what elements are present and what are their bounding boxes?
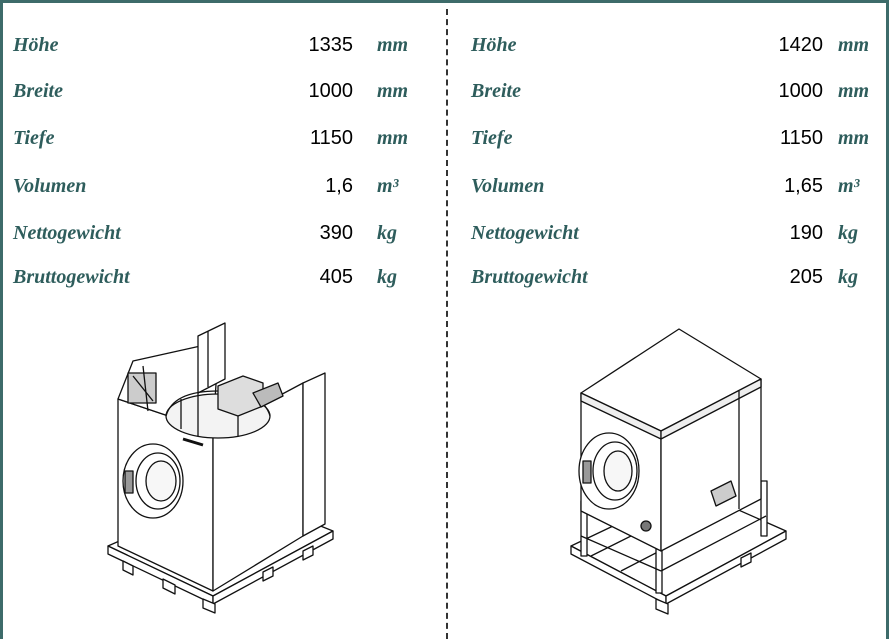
spec-row-gross-weight: Bruttogewicht 405 kg	[3, 262, 443, 292]
spec-value: 1150	[779, 127, 823, 149]
spec-label: Tiefe	[471, 127, 513, 149]
spec-value: 1,65	[784, 175, 823, 197]
spec-value: 1000	[308, 80, 354, 102]
crate-frame	[580, 480, 768, 594]
spec-row-volume: Volumen 1,6 m³	[3, 171, 443, 201]
spec-row-volume: Volumen 1,65 m³	[461, 171, 886, 201]
spec-value: 405	[319, 266, 353, 288]
spec-value: 390	[319, 222, 353, 244]
dryer-body	[578, 328, 762, 552]
spec-label: Höhe	[13, 34, 59, 56]
spec-value: 190	[789, 222, 823, 244]
spec-unit: m³	[838, 175, 860, 197]
spec-label: Höhe	[471, 34, 517, 56]
spec-unit: kg	[838, 266, 858, 288]
column-divider	[446, 9, 448, 639]
spec-unit: mm	[377, 127, 409, 149]
left-spec-column: Höhe 1335 mm Breite 1000 mm Tiefe 1150 m…	[3, 3, 443, 639]
spec-row-depth: Tiefe 1150 mm	[461, 123, 886, 153]
spec-value: 1150	[309, 127, 353, 149]
spec-label: Bruttogewicht	[13, 266, 130, 288]
spec-label: Breite	[471, 80, 521, 102]
right-spec-column: Höhe 1420 mm Breite 1000 mm Tiefe 1150 m…	[461, 3, 886, 639]
spec-label: Nettogewicht	[13, 222, 121, 244]
spec-unit: mm	[838, 34, 870, 56]
spec-unit: mm	[838, 127, 870, 149]
spec-row-gross-weight: Bruttogewicht 205 kg	[461, 262, 886, 292]
washer-body	[117, 322, 326, 592]
spec-value: 1000	[778, 80, 824, 102]
spec-unit: kg	[377, 266, 397, 288]
spec-value: 1,6	[325, 175, 353, 197]
spec-label: Volumen	[471, 175, 545, 197]
spec-unit: mm	[377, 34, 409, 56]
spec-row-width: Breite 1000 mm	[461, 76, 886, 106]
spec-label: Volumen	[13, 175, 87, 197]
dryer-illustration	[570, 328, 787, 615]
spec-row-depth: Tiefe 1150 mm	[3, 123, 443, 153]
spec-unit: kg	[838, 222, 858, 244]
spec-row-net-weight: Nettogewicht 190 kg	[461, 218, 886, 248]
spec-label: Nettogewicht	[471, 222, 579, 244]
spec-value: 205	[789, 266, 823, 288]
spec-row-height: Höhe 1420 mm	[461, 30, 886, 60]
spec-unit: m³	[377, 175, 399, 197]
spec-unit: mm	[377, 80, 409, 102]
spec-row-width: Breite 1000 mm	[3, 76, 443, 106]
washing-machine-illustration	[107, 322, 334, 614]
spec-value: 1420	[778, 34, 824, 56]
spec-row-height: Höhe 1335 mm	[3, 30, 443, 60]
spec-label: Tiefe	[13, 127, 55, 149]
spec-unit: kg	[377, 222, 397, 244]
spec-row-net-weight: Nettogewicht 390 kg	[3, 218, 443, 248]
spec-unit: mm	[838, 80, 870, 102]
spec-value: 1335	[308, 34, 354, 56]
spec-label: Bruttogewicht	[471, 266, 588, 288]
spec-label: Breite	[13, 80, 63, 102]
